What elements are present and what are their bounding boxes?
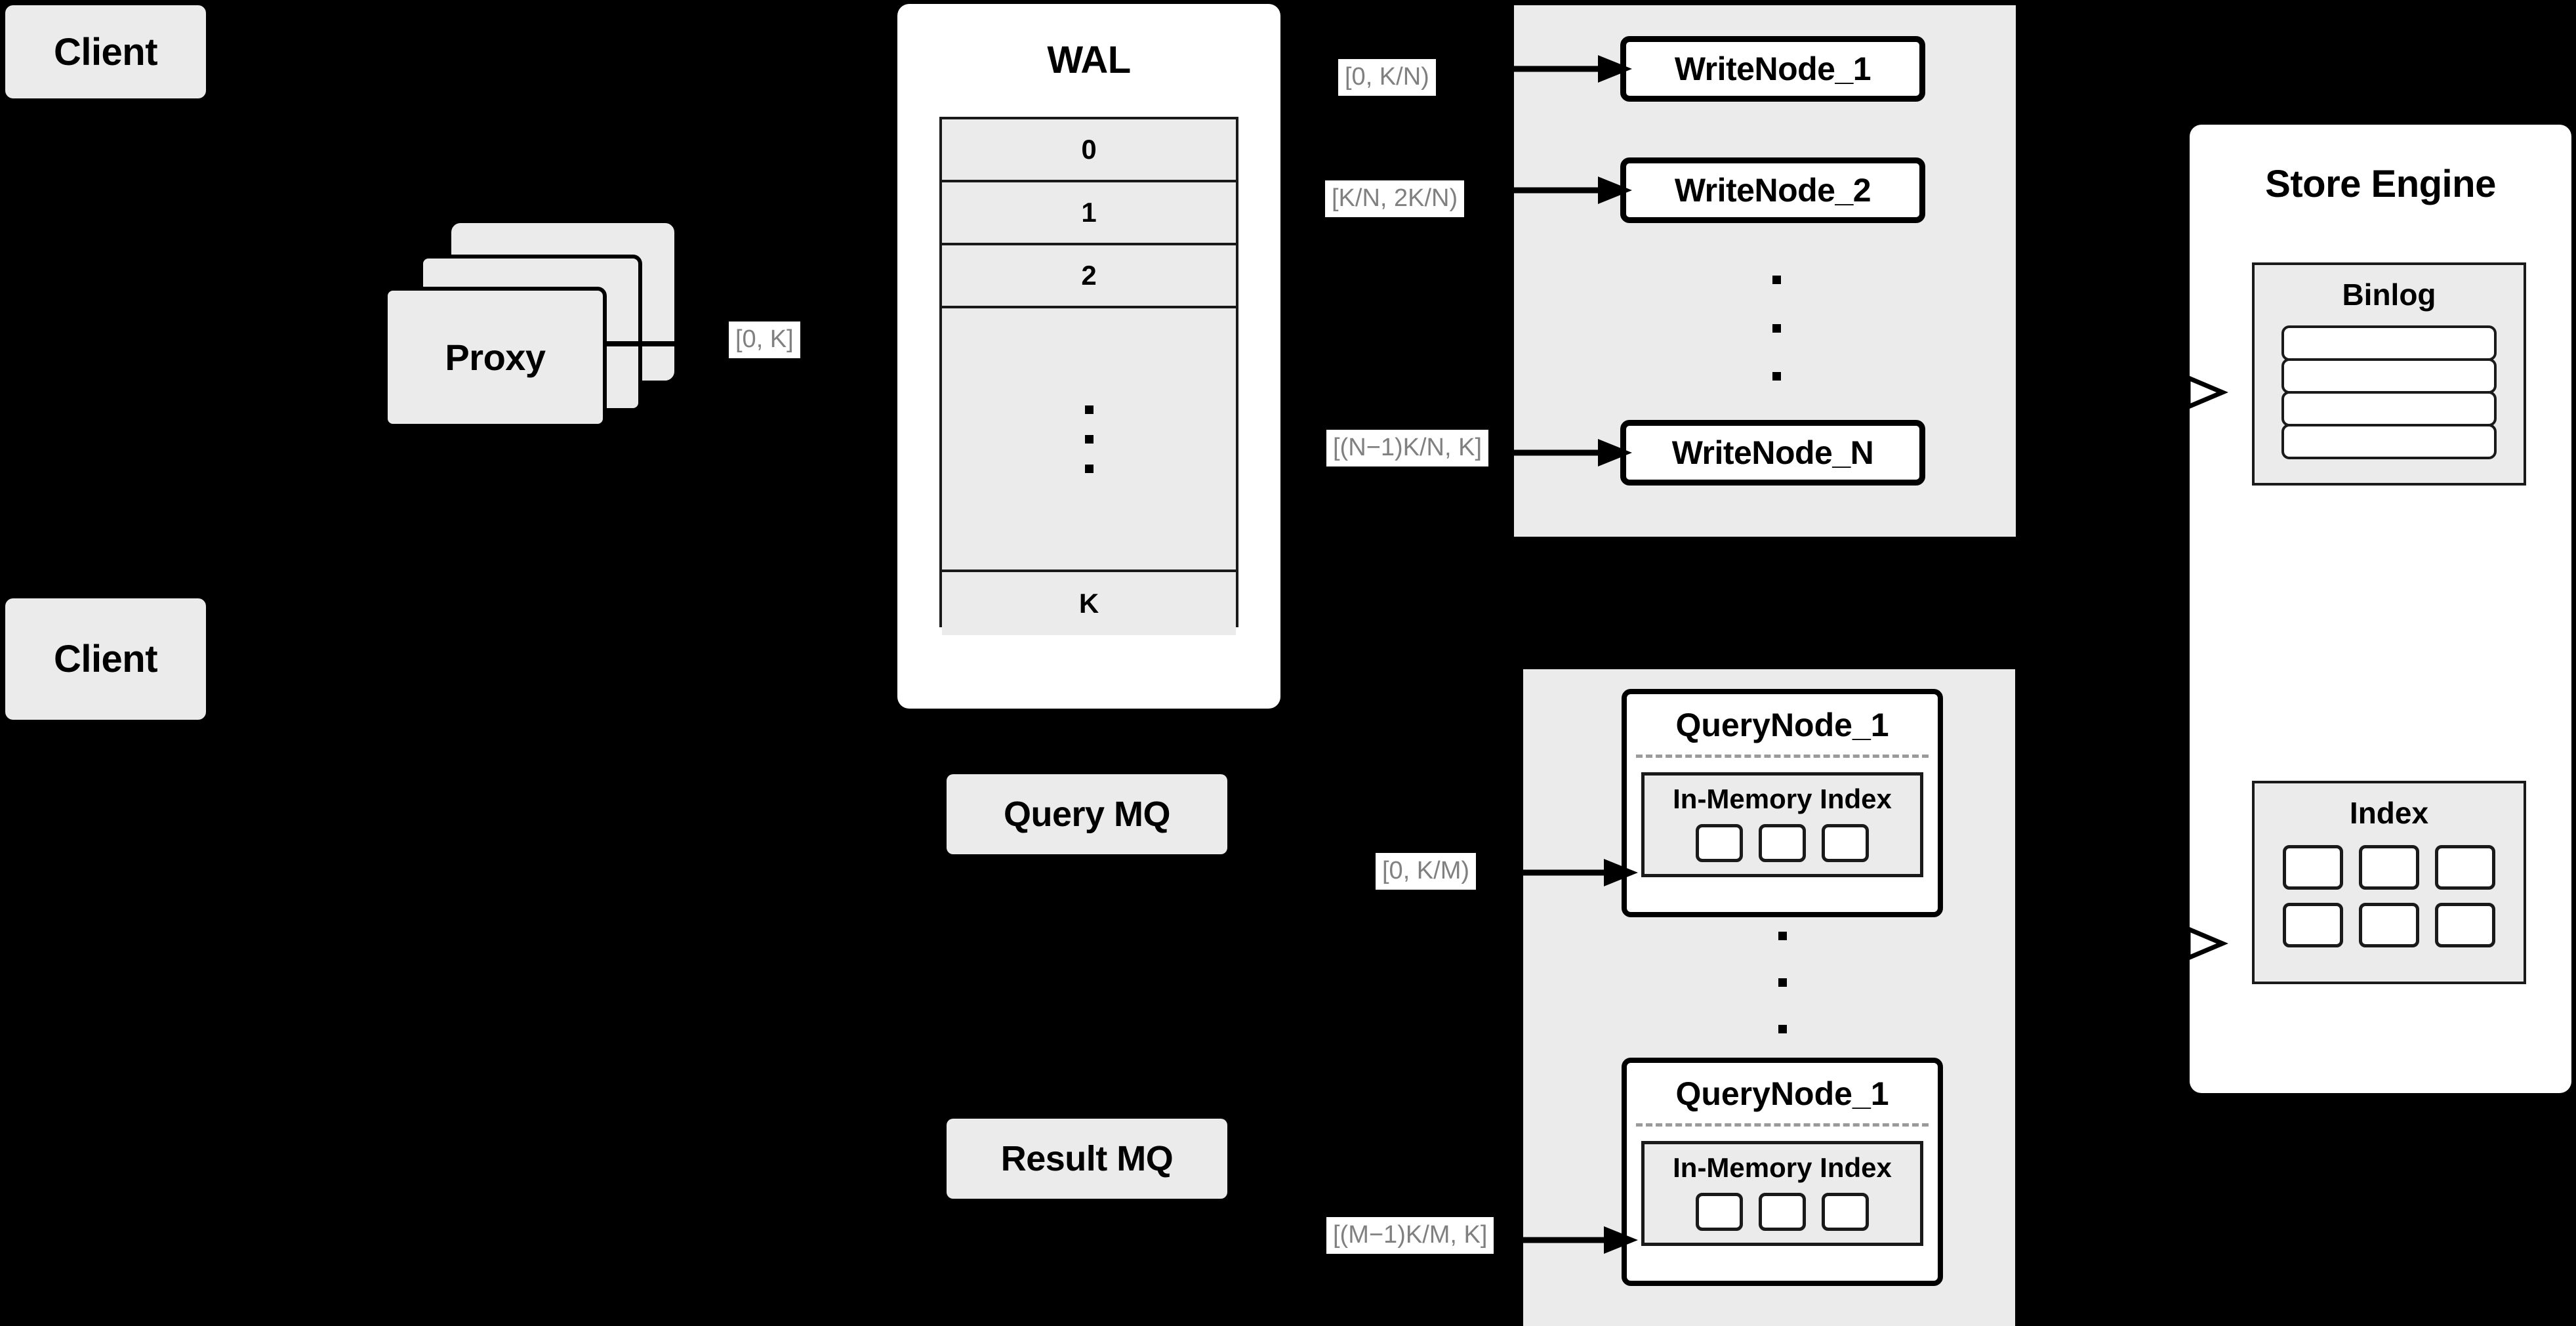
- index-cell: [2359, 903, 2419, 947]
- binlog-row: [2281, 358, 2497, 394]
- binlog-title: Binlog: [2342, 278, 2436, 312]
- query-node-1-in-memory-index: In-Memory Index: [1641, 772, 1923, 877]
- binlog-row: [2281, 325, 2497, 361]
- range-label-proxy-wal: [0, K]: [729, 321, 800, 358]
- proxy-label: Proxy: [445, 337, 546, 378]
- imi-cell: [1696, 824, 1743, 862]
- wal-panel: WAL 0 1 2 K: [897, 4, 1280, 709]
- store-engine-panel: Store Engine Binlog Index: [2190, 125, 2571, 1093]
- wal-dot-1: [1084, 405, 1094, 414]
- write-node-cluster-panel: WriteNode_1 WriteNode_2 WriteNode_N: [1514, 5, 2016, 537]
- write-node-n[interactable]: WriteNode_N: [1620, 420, 1925, 486]
- write-dot-1: [1772, 276, 1781, 284]
- binlog-box: Binlog: [2252, 262, 2526, 486]
- index-title: Index: [2349, 796, 2429, 830]
- wal-entry-k: K: [942, 572, 1236, 635]
- query-node-m-separator: [1636, 1123, 1929, 1127]
- index-cell: [2435, 845, 2495, 890]
- result-mq-label: Result MQ: [1000, 1139, 1174, 1178]
- query-node-1-title: QueryNode_1: [1675, 707, 1889, 743]
- query-node-1-separator: [1636, 755, 1929, 758]
- write-dot-2: [1772, 323, 1781, 333]
- arrow-to-write-node-1: [1507, 55, 1632, 83]
- write-node-2[interactable]: WriteNode_2: [1620, 157, 1925, 223]
- query-node-m-imi-title: In-Memory Index: [1673, 1152, 1892, 1183]
- query-node-ellipsis: [1776, 932, 1789, 1033]
- binlog-row: [2281, 391, 2497, 426]
- wal-entry-table: 0 1 2 K: [939, 117, 1238, 635]
- query-node-cluster-panel: QueryNode_1 In-Memory Index QueryNode_1: [1523, 669, 2015, 1326]
- write-node-ellipsis: [1770, 276, 1783, 381]
- store-engine-title: Store Engine: [2265, 162, 2496, 205]
- range-label-write-node-2: [K/N, 2K/N): [1325, 180, 1465, 217]
- index-cell: [2359, 845, 2419, 890]
- wal-entry-1: 1: [942, 182, 1236, 245]
- result-mq-box[interactable]: Result MQ: [947, 1119, 1227, 1199]
- wal-entry-2: 2: [942, 245, 1236, 308]
- wal-entry-ellipsis: [942, 308, 1236, 572]
- query-dot-1: [1778, 932, 1787, 940]
- write-node-n-label: WriteNode_N: [1671, 434, 1874, 471]
- arrow-to-write-node-2: [1507, 176, 1632, 204]
- imi-cell: [1822, 1193, 1869, 1231]
- imi-cell: [1759, 824, 1806, 862]
- client-label-1: Client: [53, 30, 158, 73]
- range-label-query-node-m: [(M−1)K/M, K]: [1326, 1217, 1494, 1254]
- write-node-2-label: WriteNode_2: [1674, 172, 1871, 209]
- index-cell: [2283, 903, 2343, 947]
- imi-cell: [1696, 1193, 1743, 1231]
- index-cell: [2283, 845, 2343, 890]
- query-node-m-in-memory-index: In-Memory Index: [1641, 1141, 1923, 1246]
- range-label-query-node-1: [0, K/M): [1376, 853, 1477, 890]
- query-node-m-imi-cells: [1645, 1193, 1920, 1231]
- client-label-2: Client: [53, 638, 158, 680]
- query-node-1-imi-title: In-Memory Index: [1673, 783, 1892, 814]
- arrow-to-write-node-n: [1507, 439, 1632, 466]
- query-node-m-title: QueryNode_1: [1675, 1075, 1889, 1112]
- query-dot-2: [1778, 978, 1787, 987]
- range-label-write-node-n: [(N−1)K/N, K]: [1326, 430, 1488, 466]
- imi-cell: [1759, 1193, 1806, 1231]
- client-box-2[interactable]: Client: [5, 598, 206, 720]
- arrow-to-query-node-m: [1517, 1226, 1638, 1254]
- write-node-1[interactable]: WriteNode_1: [1620, 36, 1925, 102]
- wal-title: WAL: [1047, 38, 1131, 81]
- index-grid: [2281, 845, 2497, 947]
- query-mq-box[interactable]: Query MQ: [947, 774, 1227, 854]
- range-label-write-node-1: [0, K/N): [1338, 59, 1436, 96]
- wal-dot-3: [1084, 464, 1094, 473]
- proxy-card-front[interactable]: Proxy: [384, 287, 607, 428]
- binlog-row: [2281, 424, 2497, 459]
- index-box: Index: [2252, 781, 2526, 984]
- imi-cell: [1822, 824, 1869, 862]
- write-node-1-label: WriteNode_1: [1674, 51, 1871, 87]
- query-node-1-imi-cells: [1645, 824, 1920, 862]
- query-dot-3: [1778, 1025, 1787, 1033]
- proxy-wal-connector: [603, 341, 676, 346]
- client-box-1[interactable]: Client: [5, 5, 206, 98]
- write-dot-3: [1772, 372, 1781, 381]
- query-mq-label: Query MQ: [1003, 795, 1171, 834]
- wal-entry-0: 0: [942, 119, 1236, 182]
- arrow-to-query-node-1: [1517, 859, 1638, 886]
- arrow-to-index: [2140, 925, 2228, 962]
- query-node-m[interactable]: QueryNode_1 In-Memory Index: [1622, 1058, 1943, 1286]
- arrow-to-binlog: [2140, 374, 2228, 411]
- query-node-1[interactable]: QueryNode_1 In-Memory Index: [1622, 689, 1943, 917]
- binlog-rows: [2255, 325, 2524, 459]
- wal-dot-2: [1084, 434, 1094, 444]
- index-cell: [2435, 903, 2495, 947]
